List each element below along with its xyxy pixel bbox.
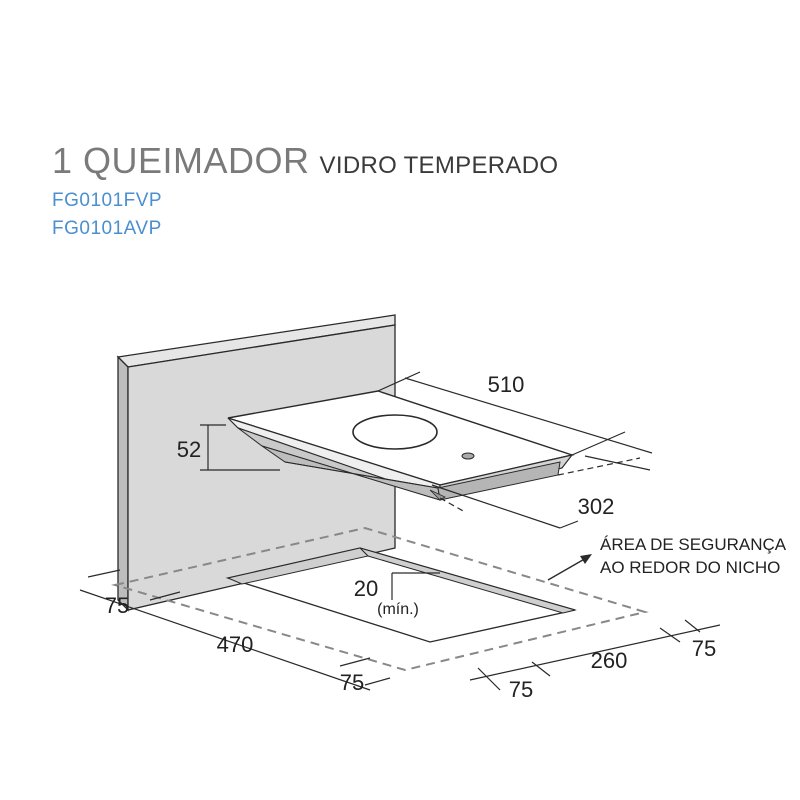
- dimension-510-label: 510: [488, 372, 525, 397]
- cutout-length-label: 470: [217, 632, 254, 657]
- dimension-20: [391, 572, 440, 600]
- margin-right-label: 75: [692, 636, 716, 661]
- dimension-302: [431, 455, 651, 529]
- safety-note-line2: AO REDOR DO NICHO: [600, 558, 780, 577]
- cutout-depth-label: 260: [591, 648, 628, 673]
- dimension-line-depth: [469, 619, 721, 691]
- cutout-niche: [225, 547, 577, 643]
- dimension-line-length: [79, 569, 391, 691]
- dimension-52-label: 52: [177, 437, 201, 462]
- margin-left-label: 75: [105, 593, 129, 618]
- back-wall: [116, 314, 396, 612]
- safety-note-line1: ÁREA DE SEGURANÇA: [600, 535, 787, 554]
- diagram-title: 1 QUEIMADOR VIDRO TEMPERADO: [52, 143, 558, 179]
- title-main: 1 QUEIMADOR: [52, 140, 310, 181]
- dimension-52: [200, 424, 280, 471]
- dimension-20-label: 20: [354, 576, 378, 601]
- model-code-1: FG0101FVP: [52, 190, 163, 211]
- margin-front-label: 75: [340, 670, 364, 695]
- dimension-min-label: (mín.): [377, 601, 419, 618]
- control-knob: [461, 452, 475, 460]
- safety-area-outline: [111, 526, 649, 672]
- dimension-510: [377, 371, 653, 456]
- dimension-302-label: 302: [578, 494, 615, 519]
- safety-note-arrow: [547, 554, 592, 581]
- model-code-2: FG0101AVP: [52, 218, 162, 239]
- title-subtitle: VIDRO TEMPERADO: [319, 152, 559, 179]
- burner-ring: [352, 414, 438, 450]
- margin-back-label: 75: [509, 677, 533, 702]
